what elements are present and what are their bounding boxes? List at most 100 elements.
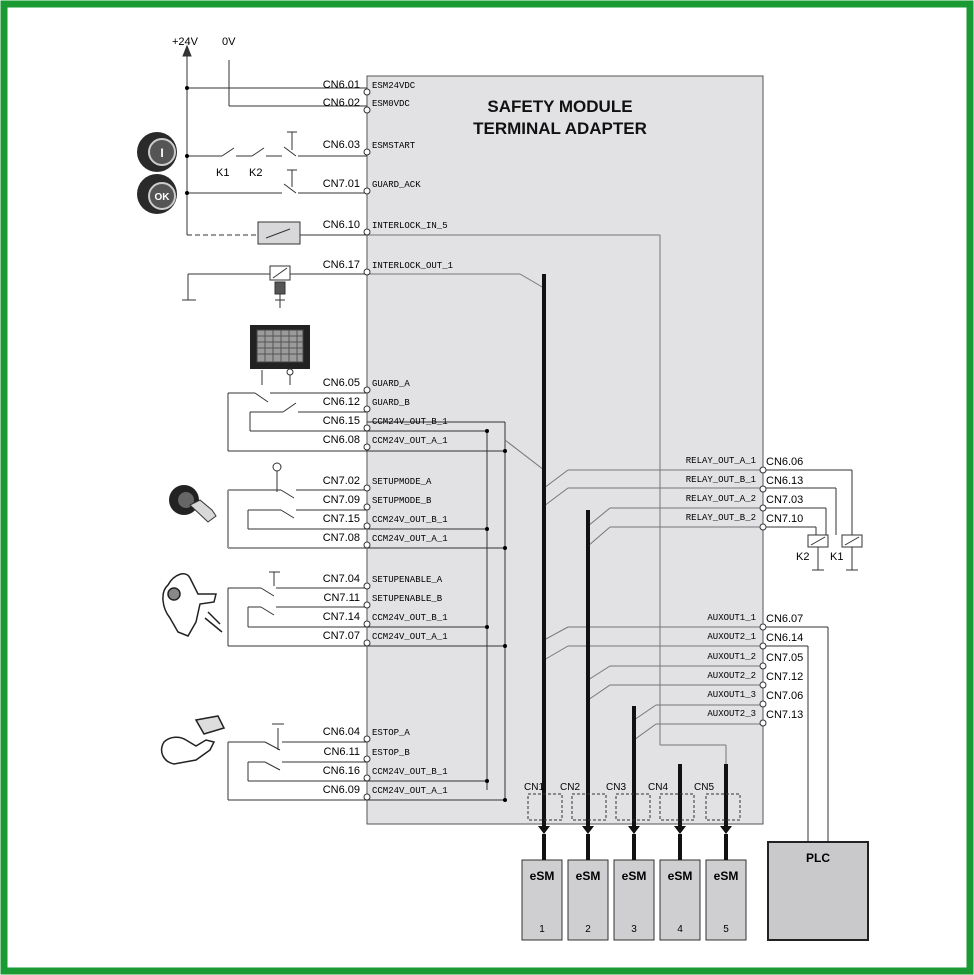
terminal-pin [759, 623, 767, 631]
terminal-pin [759, 662, 767, 670]
terminal-signal: GUARD_B [372, 398, 410, 408]
terminal-id: CN6.16 [323, 765, 360, 777]
terminal-signal: GUARD_ACK [372, 180, 421, 190]
terminal-pin [759, 523, 767, 531]
terminal-id: CN6.09 [323, 784, 360, 796]
terminal-pin [363, 503, 371, 511]
terminal-signal: AUXOUT2_1 [707, 632, 756, 642]
left-terminal-CN7-08: CN7.08 CCM24V_OUT_A_1 [323, 532, 448, 549]
esm-3-number: 3 [631, 924, 637, 935]
relay-wiring [763, 469, 863, 571]
terminal-signal: SETUPENABLE_B [372, 594, 443, 604]
terminal-pin [363, 386, 371, 394]
ccm-bus-lines [367, 421, 506, 800]
terminal-signal: CCM24V_OUT_B_1 [372, 613, 448, 623]
terminal-signal: AUXOUT2_3 [707, 709, 756, 719]
right-terminal-CN7-13: AUXOUT2_3 CN7.13 [707, 709, 803, 727]
terminal-id: CN6.10 [323, 219, 360, 231]
interlock-out-wiring [182, 265, 367, 308]
terminal-signal: AUXOUT1_1 [707, 613, 756, 623]
terminal-signal: SETUPMODE_B [372, 496, 432, 506]
esm-2-number: 2 [585, 924, 591, 935]
terminal-pin [759, 504, 767, 512]
terminal-id: CN6.04 [323, 726, 360, 738]
terminal-signal: RELAY_OUT_B_1 [686, 475, 756, 485]
right-terminal-CN7-03: RELAY_OUT_A_2 CN7.03 [686, 494, 803, 512]
terminal-id: CN7.13 [766, 709, 803, 721]
contact-k1-label: K1 [216, 167, 229, 179]
terminal-signal: ESM0VDC [372, 99, 410, 109]
node-supply-88 [185, 86, 189, 90]
terminal-signal: CCM24V_OUT_A_1 [372, 786, 448, 796]
terminal-id: CN7.03 [766, 494, 803, 506]
terminal-signal: AUXOUT1_3 [707, 690, 756, 700]
terminal-id: CN6.03 [323, 139, 360, 151]
esm-2-label: eSM [576, 869, 601, 883]
terminal-signal: CCM24V_OUT_A_1 [372, 632, 448, 642]
terminal-pin [363, 774, 371, 782]
terminal-pin [759, 485, 767, 493]
left-terminal-CN6-12: CN6.12 GUARD_B [323, 396, 410, 413]
terminal-signal: AUXOUT1_2 [707, 652, 756, 662]
terminal-signal: RELAY_OUT_B_2 [686, 513, 756, 523]
terminal-id: CN7.08 [323, 532, 360, 544]
terminal-id: CN7.06 [766, 690, 803, 702]
terminal-id: CN6.12 [323, 396, 360, 408]
terminal-id: CN7.09 [323, 494, 360, 506]
terminal-id: CN6.01 [323, 79, 360, 91]
terminal-signal: SETUPENABLE_A [372, 575, 443, 585]
terminal-pin [363, 405, 371, 413]
esm-arrows [538, 826, 732, 834]
terminal-signal: ESTOP_B [372, 748, 410, 758]
terminal-pin [363, 620, 371, 628]
terminal-pin [363, 582, 371, 590]
terminal-id: CN6.06 [766, 456, 803, 468]
bus-stubs [367, 528, 505, 801]
terminal-id: CN7.04 [323, 573, 360, 585]
connector-boxes [527, 793, 741, 821]
terminal-signal: RELAY_OUT_A_2 [686, 494, 756, 504]
left-terminal-CN6-09: CN6.09 CCM24V_OUT_A_1 [323, 784, 448, 801]
terminal-pin [363, 106, 371, 114]
ack-button-icon: OK [137, 174, 177, 214]
relay-k1-label: K1 [830, 551, 843, 563]
terminal-id: CN6.07 [766, 613, 803, 625]
setupmode-wiring [227, 462, 367, 549]
svg-text:OK: OK [155, 192, 171, 203]
plc-label: PLC [806, 851, 830, 865]
terminal-id: CN7.07 [323, 630, 360, 642]
terminal-pin [363, 522, 371, 530]
node-supply-193 [185, 191, 189, 195]
terminal-signal: CCM24V_OUT_B_1 [372, 417, 448, 427]
left-terminal-CN7-09: CN7.09 SETUPMODE_B [323, 494, 432, 511]
terminal-pin [363, 735, 371, 743]
terminal-signal: CCM24V_OUT_A_1 [372, 534, 448, 544]
terminal-id: CN7.11 [324, 592, 360, 604]
esm-4-label: eSM [668, 869, 693, 883]
estop-wiring [227, 723, 367, 801]
svg-text:I: I [160, 146, 163, 160]
contact-k2-label: K2 [249, 167, 262, 179]
terminal-id: CN7.05 [766, 652, 803, 664]
connector-label-5: CN5 [694, 782, 714, 793]
terminal-pin [363, 268, 371, 276]
terminal-id: CN7.14 [323, 611, 360, 623]
terminal-signal: RELAY_OUT_A_1 [686, 456, 756, 466]
guard-door-icon [250, 325, 310, 385]
terminal-pin [363, 228, 371, 236]
terminal-id: CN7.02 [323, 475, 360, 487]
terminal-id: CN7.01 [323, 178, 360, 190]
terminal-pin [363, 148, 371, 156]
module-title-line1: SAFETY MODULE [487, 97, 632, 116]
